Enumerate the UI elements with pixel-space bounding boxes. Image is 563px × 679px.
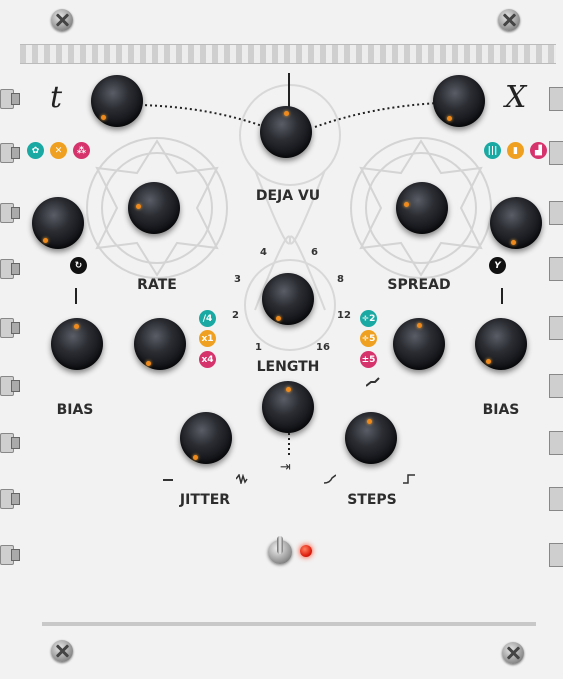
jitter-knob[interactable] — [180, 412, 232, 464]
t-mode-badge-2[interactable]: ✕ — [50, 142, 67, 159]
input-jack-1[interactable] — [0, 87, 20, 109]
screw-icon — [498, 9, 520, 31]
bias-left-knob[interactable] — [51, 318, 103, 370]
input-jack-4[interactable] — [0, 257, 20, 279]
t-cv-knob[interactable] — [32, 197, 84, 249]
screw-icon — [51, 640, 73, 662]
spread-label: SPREAD — [387, 277, 451, 293]
rate-label: RATE — [137, 277, 177, 293]
t-mode-badge-1[interactable]: ✿ — [27, 142, 44, 159]
input-jack-9[interactable] — [0, 543, 20, 565]
length-cv-knob[interactable] — [262, 381, 314, 433]
rate-range-div4[interactable]: /4 — [199, 310, 216, 327]
length-scale-2: 2 — [232, 310, 239, 321]
clock-input-icon: ⇥ — [280, 460, 291, 475]
output-jack-6[interactable] — [549, 374, 563, 398]
screw-icon — [51, 9, 73, 31]
length-knob[interactable] — [262, 273, 314, 325]
t-label: t — [50, 80, 63, 115]
deja-vu-label: DEJA VU — [255, 188, 321, 204]
output-jack-3[interactable] — [549, 201, 563, 225]
input-jack-3[interactable] — [0, 201, 20, 223]
bias-left-divider — [75, 288, 77, 304]
y-badge[interactable]: Y — [489, 257, 506, 274]
rate-cv-knob[interactable] — [134, 318, 186, 370]
status-led — [300, 545, 312, 557]
bottom-rail — [42, 622, 536, 626]
t-cv-mode-icon[interactable]: ↻ — [70, 257, 87, 274]
x-label: X — [505, 80, 527, 115]
x-cv-knob[interactable] — [490, 197, 542, 249]
bias-right-label: BIAS — [482, 402, 520, 418]
x-mode-badge-1[interactable]: ||| — [484, 142, 501, 159]
bias-right-divider — [501, 288, 503, 304]
steps-curve-icon — [366, 377, 380, 387]
jitter-label: JITTER — [179, 492, 231, 508]
x-knob[interactable] — [433, 75, 485, 127]
spread-cv-knob[interactable] — [393, 318, 445, 370]
length-scale-3: 3 — [234, 274, 241, 285]
steps-max-mark-icon — [403, 474, 415, 484]
output-jack-8[interactable] — [549, 487, 563, 511]
output-jack-7[interactable] — [549, 431, 563, 455]
steps-label: STEPS — [347, 492, 397, 508]
length-cv-dotted-line — [288, 433, 290, 458]
rate-knob[interactable] — [128, 182, 180, 234]
length-scale-6: 6 — [311, 247, 318, 258]
t-knob[interactable] — [91, 75, 143, 127]
input-jack-2[interactable] — [0, 141, 20, 163]
tx-connection-icon — [140, 102, 439, 128]
x-mode-badge-3[interactable]: ▟ — [530, 142, 547, 159]
output-jack-5[interactable] — [549, 316, 563, 340]
length-scale-12: 12 — [337, 310, 351, 321]
bias-left-label: BIAS — [56, 402, 94, 418]
length-scale-1: 1 — [255, 342, 262, 353]
length-scale-16: 16 — [316, 342, 330, 353]
spread-range-1[interactable]: ÷2 — [360, 310, 377, 327]
t-mode-badge-3[interactable]: ⁂ — [73, 142, 90, 159]
output-jack-1[interactable] — [549, 87, 563, 111]
length-scale-8: 8 — [337, 274, 344, 285]
spread-knob[interactable] — [396, 182, 448, 234]
jitter-min-mark — [163, 479, 173, 481]
length-label: LENGTH — [256, 359, 320, 375]
output-jack-4[interactable] — [549, 257, 563, 281]
mandala-left-icon — [86, 137, 228, 279]
bias-right-knob[interactable] — [475, 318, 527, 370]
jitter-max-mark-icon — [236, 474, 248, 484]
rate-range-x1[interactable]: x1 — [199, 330, 216, 347]
lock-toggle-switch[interactable] — [268, 536, 292, 564]
x-mode-badge-2[interactable]: ▮ — [507, 142, 524, 159]
length-scale-4: 4 — [260, 247, 267, 258]
rate-range-x4[interactable]: x4 — [199, 351, 216, 368]
input-jack-5[interactable] — [0, 316, 20, 338]
spread-range-3[interactable]: ±5 — [360, 351, 377, 368]
input-jack-7[interactable] — [0, 431, 20, 453]
steps-min-mark-icon — [324, 474, 336, 484]
screw-icon — [502, 642, 524, 664]
top-rail — [20, 44, 556, 64]
deja-vu-pointer-line — [288, 73, 290, 108]
steps-knob[interactable] — [345, 412, 397, 464]
output-jack-9[interactable] — [549, 543, 563, 567]
output-jack-2[interactable] — [549, 141, 563, 165]
mandala-right-icon — [350, 137, 492, 279]
input-jack-6[interactable] — [0, 374, 20, 396]
hourglass-ornament-icon — [239, 84, 341, 351]
spread-range-2[interactable]: ÷5 — [360, 330, 377, 347]
deja-vu-knob[interactable] — [260, 106, 312, 158]
input-jack-8[interactable] — [0, 487, 20, 509]
